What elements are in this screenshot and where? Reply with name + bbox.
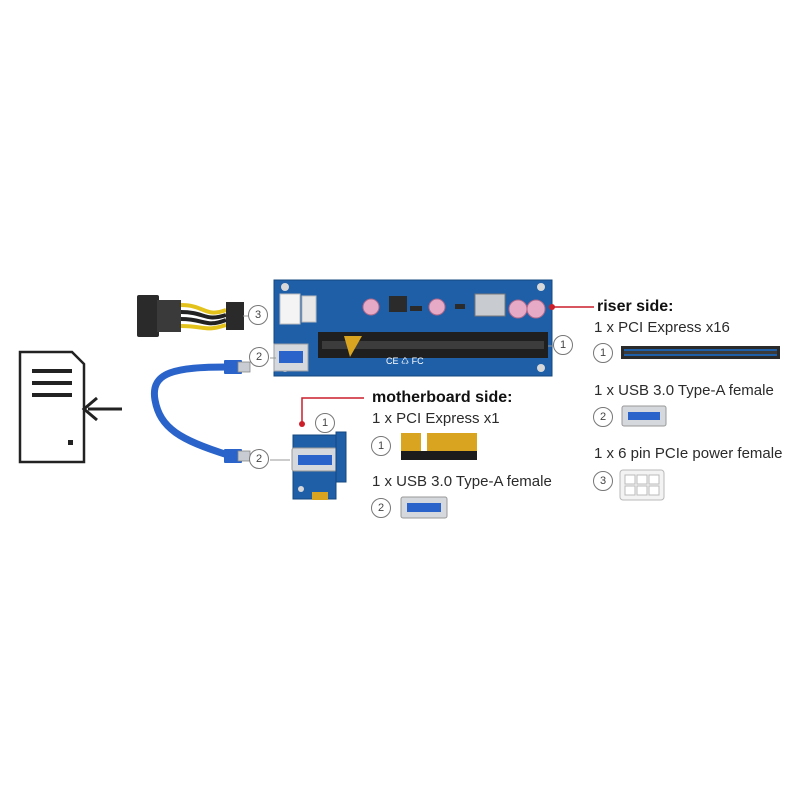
riser-board: CE ♺ FC [273, 279, 553, 377]
riser-side-item-label: 1 x 6 pin PCIe power female [594, 445, 783, 462]
callout-badge-riser-usb: 2 [249, 347, 269, 367]
callout-badge-power: 3 [248, 305, 268, 325]
callout-badge-riser-slot: 1 [553, 335, 573, 355]
usb-port-icon [400, 496, 448, 519]
riser-side-item-label: 1 x USB 3.0 Type-A female [594, 382, 774, 399]
callout-badge-board-connector: 1 [315, 413, 335, 433]
svg-text:CE ♺ FC: CE ♺ FC [386, 356, 424, 366]
motherboard-side-heading: motherboard side: [372, 389, 513, 406]
riser-side-item-number: 3 [593, 471, 613, 491]
motherboard-side-item-label: 1 x PCI Express x1 [372, 410, 500, 427]
riser-side-heading: riser side: [597, 298, 674, 315]
document-icon [18, 350, 86, 464]
usb-3-cable [150, 360, 251, 463]
pcie-x16-slot-icon [621, 346, 780, 359]
pcie-x1-connector-icon [401, 433, 477, 460]
adapter-board [291, 431, 347, 500]
power-connector-icon [619, 469, 665, 501]
callout-badge-board-usb: 2 [249, 449, 269, 469]
sata-power-cable [137, 295, 244, 337]
riser-side-item-number: 1 [593, 343, 613, 363]
motherboard-side-item-label: 1 x USB 3.0 Type-A female [372, 473, 552, 490]
riser-side-item-number: 2 [593, 407, 613, 427]
motherboard-side-item-number: 2 [371, 498, 391, 518]
motherboard-side-item-number: 1 [371, 436, 391, 456]
riser-side-callout-line [549, 304, 594, 310]
arrow-left-icon [81, 396, 122, 422]
motherboard-side-callout-line [299, 397, 364, 427]
usb-port-icon [621, 405, 667, 427]
riser-side-item-label: 1 x PCI Express x16 [594, 319, 730, 336]
